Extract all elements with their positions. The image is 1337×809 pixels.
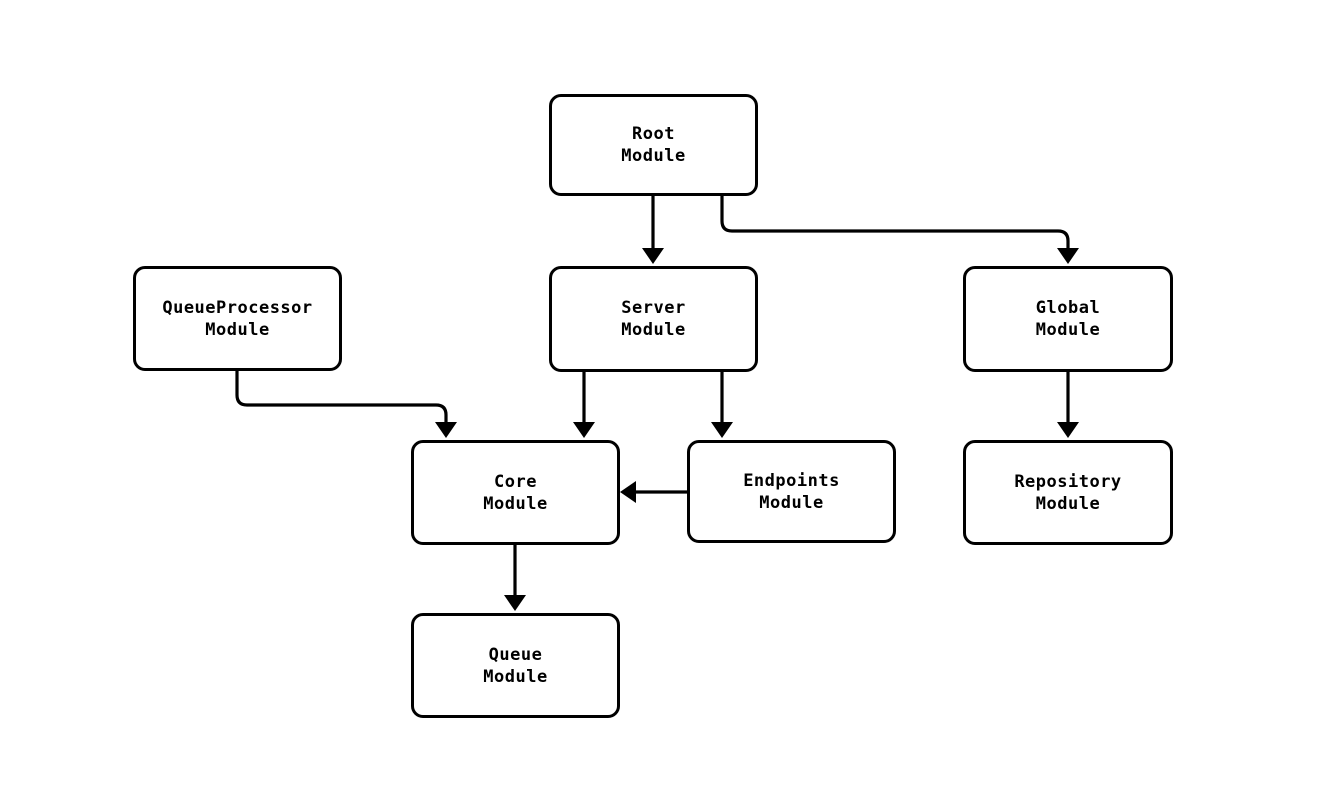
edge-global-to-repository	[1057, 372, 1079, 438]
arrowhead	[435, 422, 457, 438]
node-label-suffix: Module	[205, 319, 270, 340]
edge-core-to-queue	[504, 545, 526, 611]
node-label-name: Endpoints	[743, 470, 840, 491]
edge-server-to-endpoints	[711, 372, 733, 438]
node-label-suffix: Module	[621, 320, 686, 340]
node-label-suffix: Module	[483, 493, 548, 514]
arrowhead	[711, 422, 733, 438]
node-label-name: Core	[494, 471, 537, 492]
arrowhead	[642, 248, 664, 264]
node-label-name: Repository	[1014, 471, 1122, 492]
arrowhead	[573, 422, 595, 438]
edge-queueprocessor-to-core	[235, 371, 457, 438]
node-label-name: QueueProcessor	[162, 297, 313, 318]
node-label-name: Queue	[488, 644, 543, 665]
node-label-suffix: Module	[621, 146, 686, 166]
edge-root-to-server	[642, 196, 664, 264]
arrowhead	[620, 481, 636, 503]
node-label-suffix: Module	[1035, 493, 1101, 514]
edge-root-to-global	[720, 196, 1079, 264]
node-label-name: Server	[621, 298, 686, 318]
edge-server-to-core	[573, 372, 595, 438]
node-label-name: Root	[632, 124, 675, 144]
node-label-name: Global	[1035, 298, 1101, 318]
arrowhead	[1057, 422, 1079, 438]
node-label-suffix: Module	[759, 492, 824, 513]
node-label-suffix: Module	[1035, 320, 1101, 340]
arrowhead	[1057, 248, 1079, 264]
node-label-suffix: Module	[483, 666, 548, 687]
edge-endpoints-to-core	[620, 481, 687, 503]
arrowhead	[504, 595, 526, 611]
